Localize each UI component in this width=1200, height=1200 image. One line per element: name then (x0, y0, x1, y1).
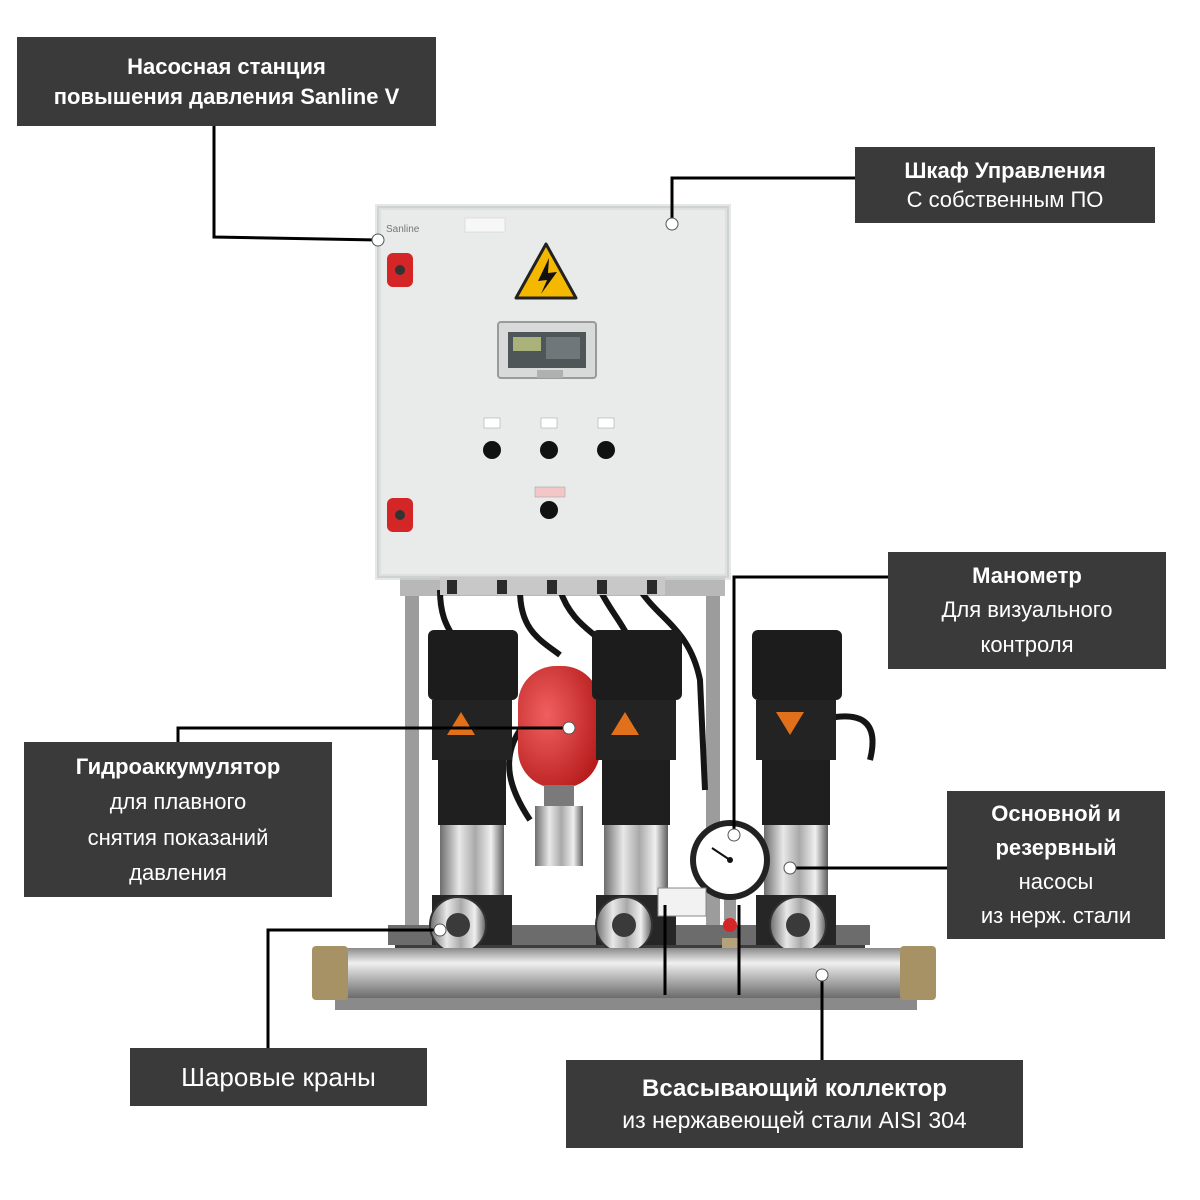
hydro-accumulator (518, 666, 600, 866)
callout-hydro-accumulator-subtitle-2: снятия показаний (87, 824, 269, 850)
pump-1 (428, 630, 518, 954)
controller-display (497, 321, 597, 379)
callout-control-cabinet-title: Шкаф Управления (904, 157, 1106, 183)
selector-switch-1 (483, 417, 501, 459)
high-voltage-warning-icon (514, 242, 578, 300)
cabinet-brand-label: Sanline (386, 224, 420, 235)
callout-main-reserve-pumps: Основной и резервный насосы из нерж. ста… (947, 791, 1165, 939)
callout-manometer-title: Манометр (972, 563, 1082, 589)
callout-pump-station: Насосная станция повышения давления Sanl… (17, 37, 436, 126)
callout-manometer-subtitle-2: контроля (980, 631, 1074, 657)
suction-collector (312, 946, 936, 1010)
callout-pumps-title-1: Основной и (991, 800, 1121, 826)
callout-suction-collector-title: Всасывающий коллектор (642, 1074, 947, 1102)
callout-pump-station-line1: Насосная станция (127, 54, 326, 80)
callout-hydro-accumulator-subtitle-1: для плавного (109, 789, 247, 815)
callout-control-cabinet-subtitle: С собственным ПО (906, 187, 1104, 212)
pressure-gauge-icon (690, 820, 770, 920)
callout-manometer-subtitle-1: Для визуального (941, 597, 1113, 623)
leader-lines (176, 126, 947, 1060)
callout-pumps-subtitle-1: насосы (1018, 869, 1094, 894)
callout-ball-valves: Шаровые краны (130, 1048, 427, 1106)
callout-pumps-subtitle-2: из нерж. стали (980, 903, 1132, 929)
callout-pumps-title-2: резервный (995, 834, 1117, 860)
callout-suction-collector: Всасывающий коллектор из нержавеющей ста… (566, 1060, 1023, 1148)
main-selector-switch (534, 486, 566, 519)
callout-ball-valves-label: Шаровые краны (181, 1061, 376, 1092)
selector-switch-3 (597, 417, 615, 459)
callout-manometer: Манометр Для визуального контроля (888, 552, 1166, 669)
control-cabinet: Sanline (375, 204, 731, 595)
leader-dots (371, 217, 829, 982)
pump-2 (592, 630, 682, 954)
pump-3 (752, 630, 842, 954)
callout-hydro-accumulator: Гидроаккумулятор для плавного снятия пок… (24, 742, 332, 897)
callout-pump-station-line2: повышения давления Sanline V (53, 83, 400, 109)
selector-switch-2 (540, 417, 558, 459)
callout-suction-collector-subtitle: из нержавеющей стали AISI 304 (622, 1106, 967, 1133)
callout-control-cabinet: Шкаф Управления С собственным ПО (855, 147, 1155, 223)
callout-hydro-accumulator-subtitle-3: давления (129, 859, 227, 885)
callout-hydro-accumulator-title: Гидроаккумулятор (75, 754, 281, 780)
